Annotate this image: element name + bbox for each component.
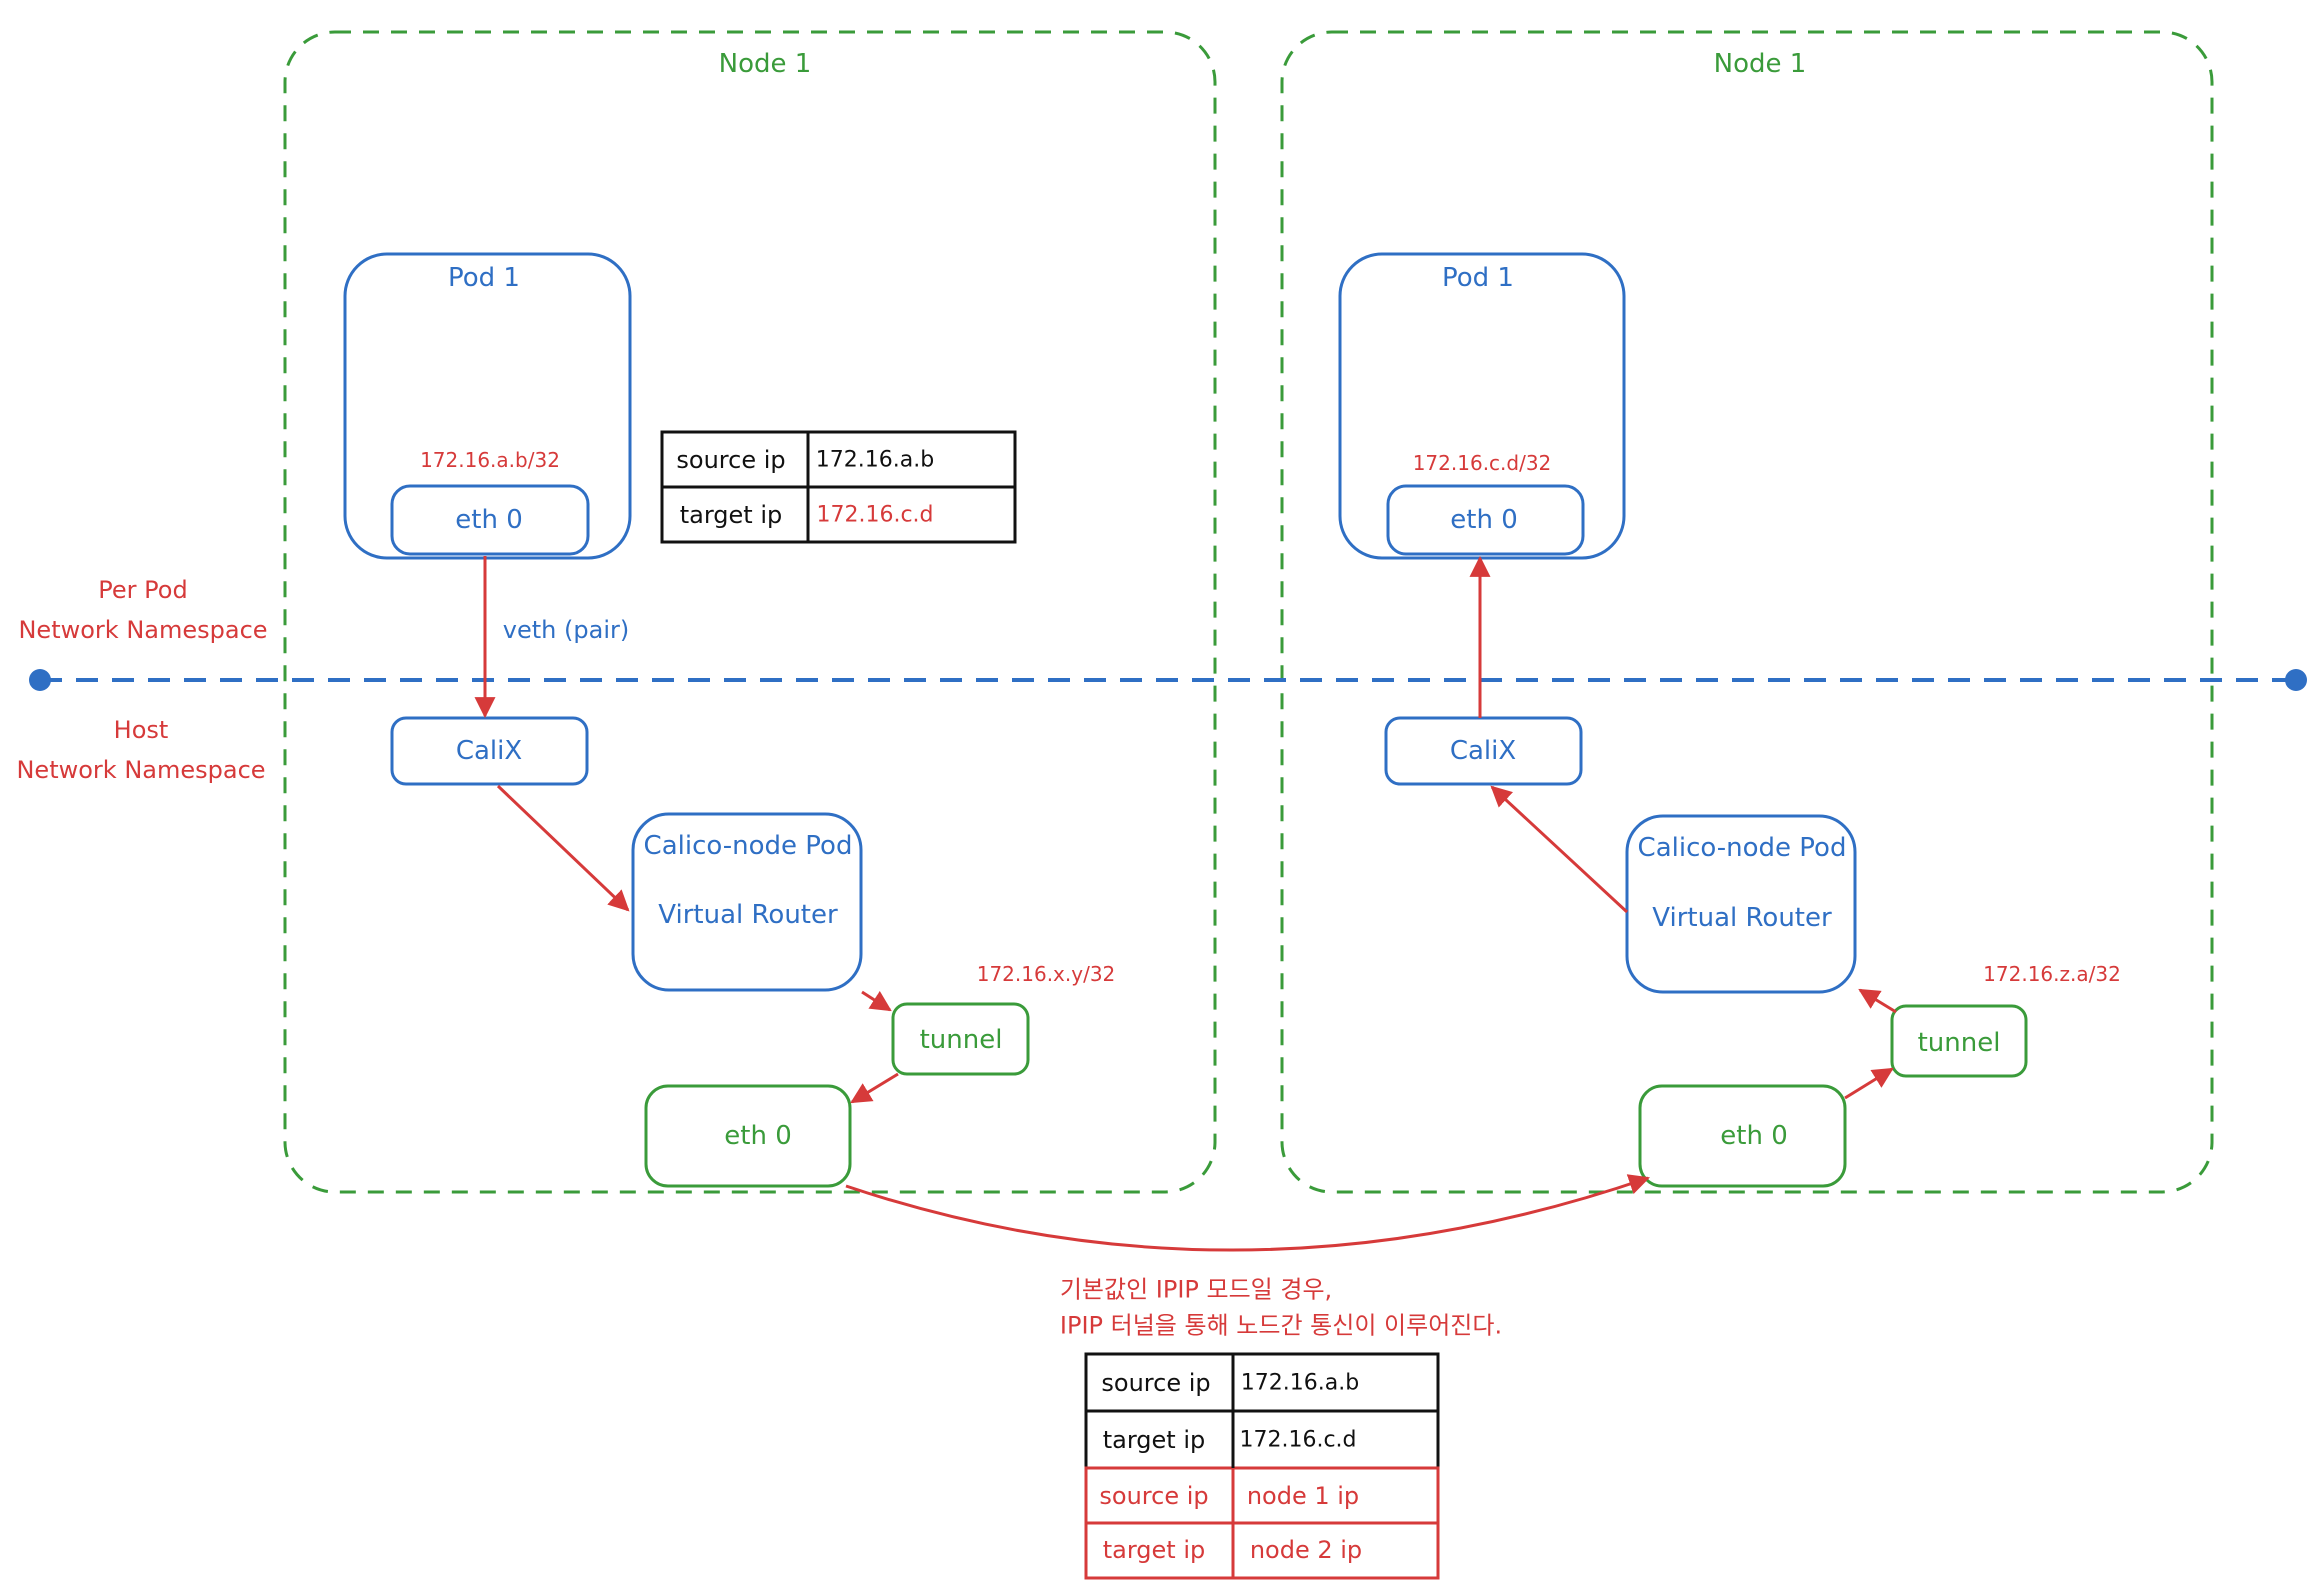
- left-calico-node-box: [631, 812, 863, 992]
- bottom-table-row1-key: source ip: [1101, 1369, 1211, 1397]
- left-calico-node-line2: Virtual Router: [658, 900, 838, 930]
- bottom-table-row2-value: 172.16.c.d: [1239, 1427, 1357, 1453]
- left-tunnel-label: tunnel: [919, 1025, 1003, 1055]
- divider-endpoint-right: [2285, 669, 2307, 691]
- packet-table-top: [660, 430, 1017, 544]
- arrow-host-eth0-to-tunnel: [1844, 1067, 1894, 1100]
- top-table-row2-value: 172.16.c.d: [816, 502, 934, 528]
- right-host-eth0-box: [1638, 1084, 1847, 1188]
- left-host-eth0-box: [644, 1084, 852, 1188]
- bottom-table-row4-key: target ip: [1102, 1536, 1206, 1564]
- right-calico-node-line1: Calico-node Pod: [1637, 833, 1847, 863]
- left-pod-box: [343, 252, 632, 560]
- right-pod-eth0-box: [1386, 484, 1585, 556]
- arrow-tunnel-to-calico-node: [1858, 988, 1897, 1014]
- per-pod-label-line2: Network Namespace: [18, 616, 268, 644]
- bottom-table-row2-key: target ip: [1102, 1426, 1206, 1454]
- node-right-boundary: [1280, 30, 2214, 1194]
- right-calix-box: [1384, 716, 1583, 786]
- arrow-node-to-node: [845, 1174, 1650, 1252]
- bottom-table-row3-key: source ip: [1099, 1482, 1209, 1510]
- right-pod-eth0-label: eth 0: [1450, 505, 1518, 535]
- right-calix-label: CaliX: [1449, 736, 1517, 766]
- left-pod-ip: 172.16.a.b/32: [420, 448, 560, 472]
- top-table-row1-value: 172.16.a.b: [815, 447, 935, 473]
- left-pod-eth0-box: [390, 484, 590, 556]
- right-tunnel-ip: 172.16.z.a/32: [1983, 962, 2121, 986]
- right-pod-ip: 172.16.c.d/32: [1412, 451, 1552, 475]
- left-tunnel-box: [891, 1002, 1030, 1076]
- right-host-eth0-label: eth 0: [1720, 1121, 1788, 1151]
- arrow-calico-node-to-tunnel: [861, 990, 892, 1012]
- per-pod-label-line1: Per Pod: [98, 576, 188, 604]
- packet-table-bottom: [1084, 1352, 1440, 1580]
- top-table-row2-key: target ip: [679, 501, 783, 529]
- top-table-row1-key: source ip: [676, 446, 786, 474]
- left-calix-label: CaliX: [455, 736, 523, 766]
- host-label-line1: Host: [113, 716, 169, 744]
- node-right-title: Node 1: [1713, 49, 1807, 79]
- node-left-title: Node 1: [718, 49, 812, 79]
- host-label-line2: Network Namespace: [16, 756, 266, 784]
- left-pod-title: Pod 1: [448, 263, 520, 293]
- bottom-table-row4-value: node 2 ip: [1249, 1536, 1363, 1564]
- bottom-table-row3-value: node 1 ip: [1246, 1482, 1360, 1510]
- divider-endpoint-left: [29, 669, 51, 691]
- right-calico-node-line2: Virtual Router: [1652, 903, 1832, 933]
- arrow-tunnel-to-host-eth0: [850, 1072, 899, 1104]
- right-calico-node-box: [1625, 814, 1857, 994]
- left-pod-eth0-label: eth 0: [455, 505, 523, 535]
- left-host-eth0-label: eth 0: [724, 1121, 792, 1151]
- note-line2: IPIP 터널을 통해 노드간 통신이 이루어진다.: [1059, 1311, 1503, 1340]
- left-veth-label: veth (pair): [502, 616, 630, 644]
- left-calico-node-line1: Calico-node Pod: [643, 831, 853, 861]
- right-tunnel-box: [1890, 1004, 2028, 1078]
- arrow-calix-to-calico-node: [496, 784, 630, 912]
- arrow-calico-node-to-calix: [1490, 785, 1629, 914]
- left-tunnel-ip: 172.16.x.y/32: [976, 962, 1116, 986]
- right-tunnel-label: tunnel: [1917, 1028, 2001, 1058]
- bottom-table-row1-value: 172.16.a.b: [1240, 1370, 1360, 1396]
- note-line1: 기본값인 IPIP 모드일 경우,: [1059, 1275, 1333, 1304]
- right-pod-title: Pod 1: [1442, 263, 1514, 293]
- node-left-boundary: [283, 30, 1217, 1194]
